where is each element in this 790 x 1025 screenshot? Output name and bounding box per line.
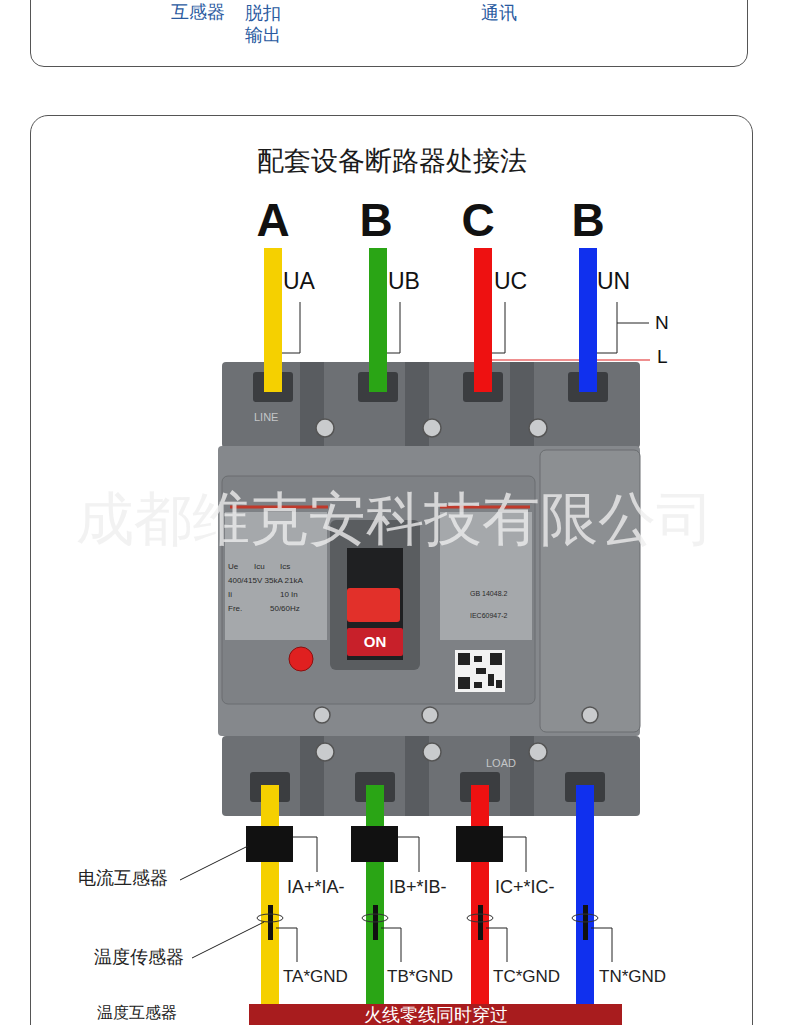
handle [347,588,400,622]
label: UB [388,268,420,294]
leader-lines [180,837,612,962]
label: 温度互感器 [97,1004,177,1022]
node-text: 火线零线同时穿过 [249,1004,622,1025]
qr-code [455,650,505,692]
label: B [571,194,604,247]
wire-a [264,248,282,392]
label: Fre. [228,604,242,613]
label: N [655,312,669,334]
label: 50/60Hz [270,604,300,613]
label: UA [283,268,315,294]
temperature-sensors [257,905,598,940]
label: UC [494,268,527,294]
label: A [256,194,289,247]
wire-c [474,248,492,392]
label: IB+*IB- [389,877,447,898]
label: IC+*IC- [495,877,555,898]
label: Ics [280,562,290,571]
node-text: 通讯 [481,3,517,24]
wire-b [369,248,387,392]
label: TA*GND [283,967,348,987]
label: 400/415V 35kA 21kA [228,576,303,585]
node-text: 互感器 [171,2,225,23]
current-transformers [246,826,503,862]
label: ON [364,633,387,650]
label: IA+*IA- [287,877,345,898]
label: UN [597,268,630,294]
label: IEC60947-2 [470,612,507,620]
label: TC*GND [493,967,560,987]
leader-line [492,359,650,360]
label: C [461,194,494,247]
note-band: 火线零线同时穿过 [249,1004,622,1025]
label: L [657,346,668,368]
pole-walls [300,362,534,448]
label: TB*GND [387,967,453,987]
wire-n [579,248,597,392]
label: 电流互感器 [78,868,168,889]
label: LINE [254,411,278,424]
header-card: 互感器脱扣 输出 通讯 [30,0,748,67]
label: 成都维克安科技有限公司 [76,486,714,553]
leader-lines [282,302,649,353]
label: TN*GND [599,967,666,987]
label: LOAD [486,757,516,770]
terminal-block [222,362,640,448]
test-button [289,647,313,671]
label: GB 14048.2 [470,590,507,598]
on-indicator [347,628,403,656]
node-text: 脱扣 输出 [245,2,285,46]
label: B [359,194,392,247]
label: 温度传感器 [94,947,184,968]
node-text: 配套设备断路器处接法 [31,146,752,177]
label: 10 In [280,590,298,599]
terminal-openings [253,372,608,402]
label: Ue [228,562,238,571]
label: Ii [228,590,232,599]
label: Icu [254,562,265,571]
